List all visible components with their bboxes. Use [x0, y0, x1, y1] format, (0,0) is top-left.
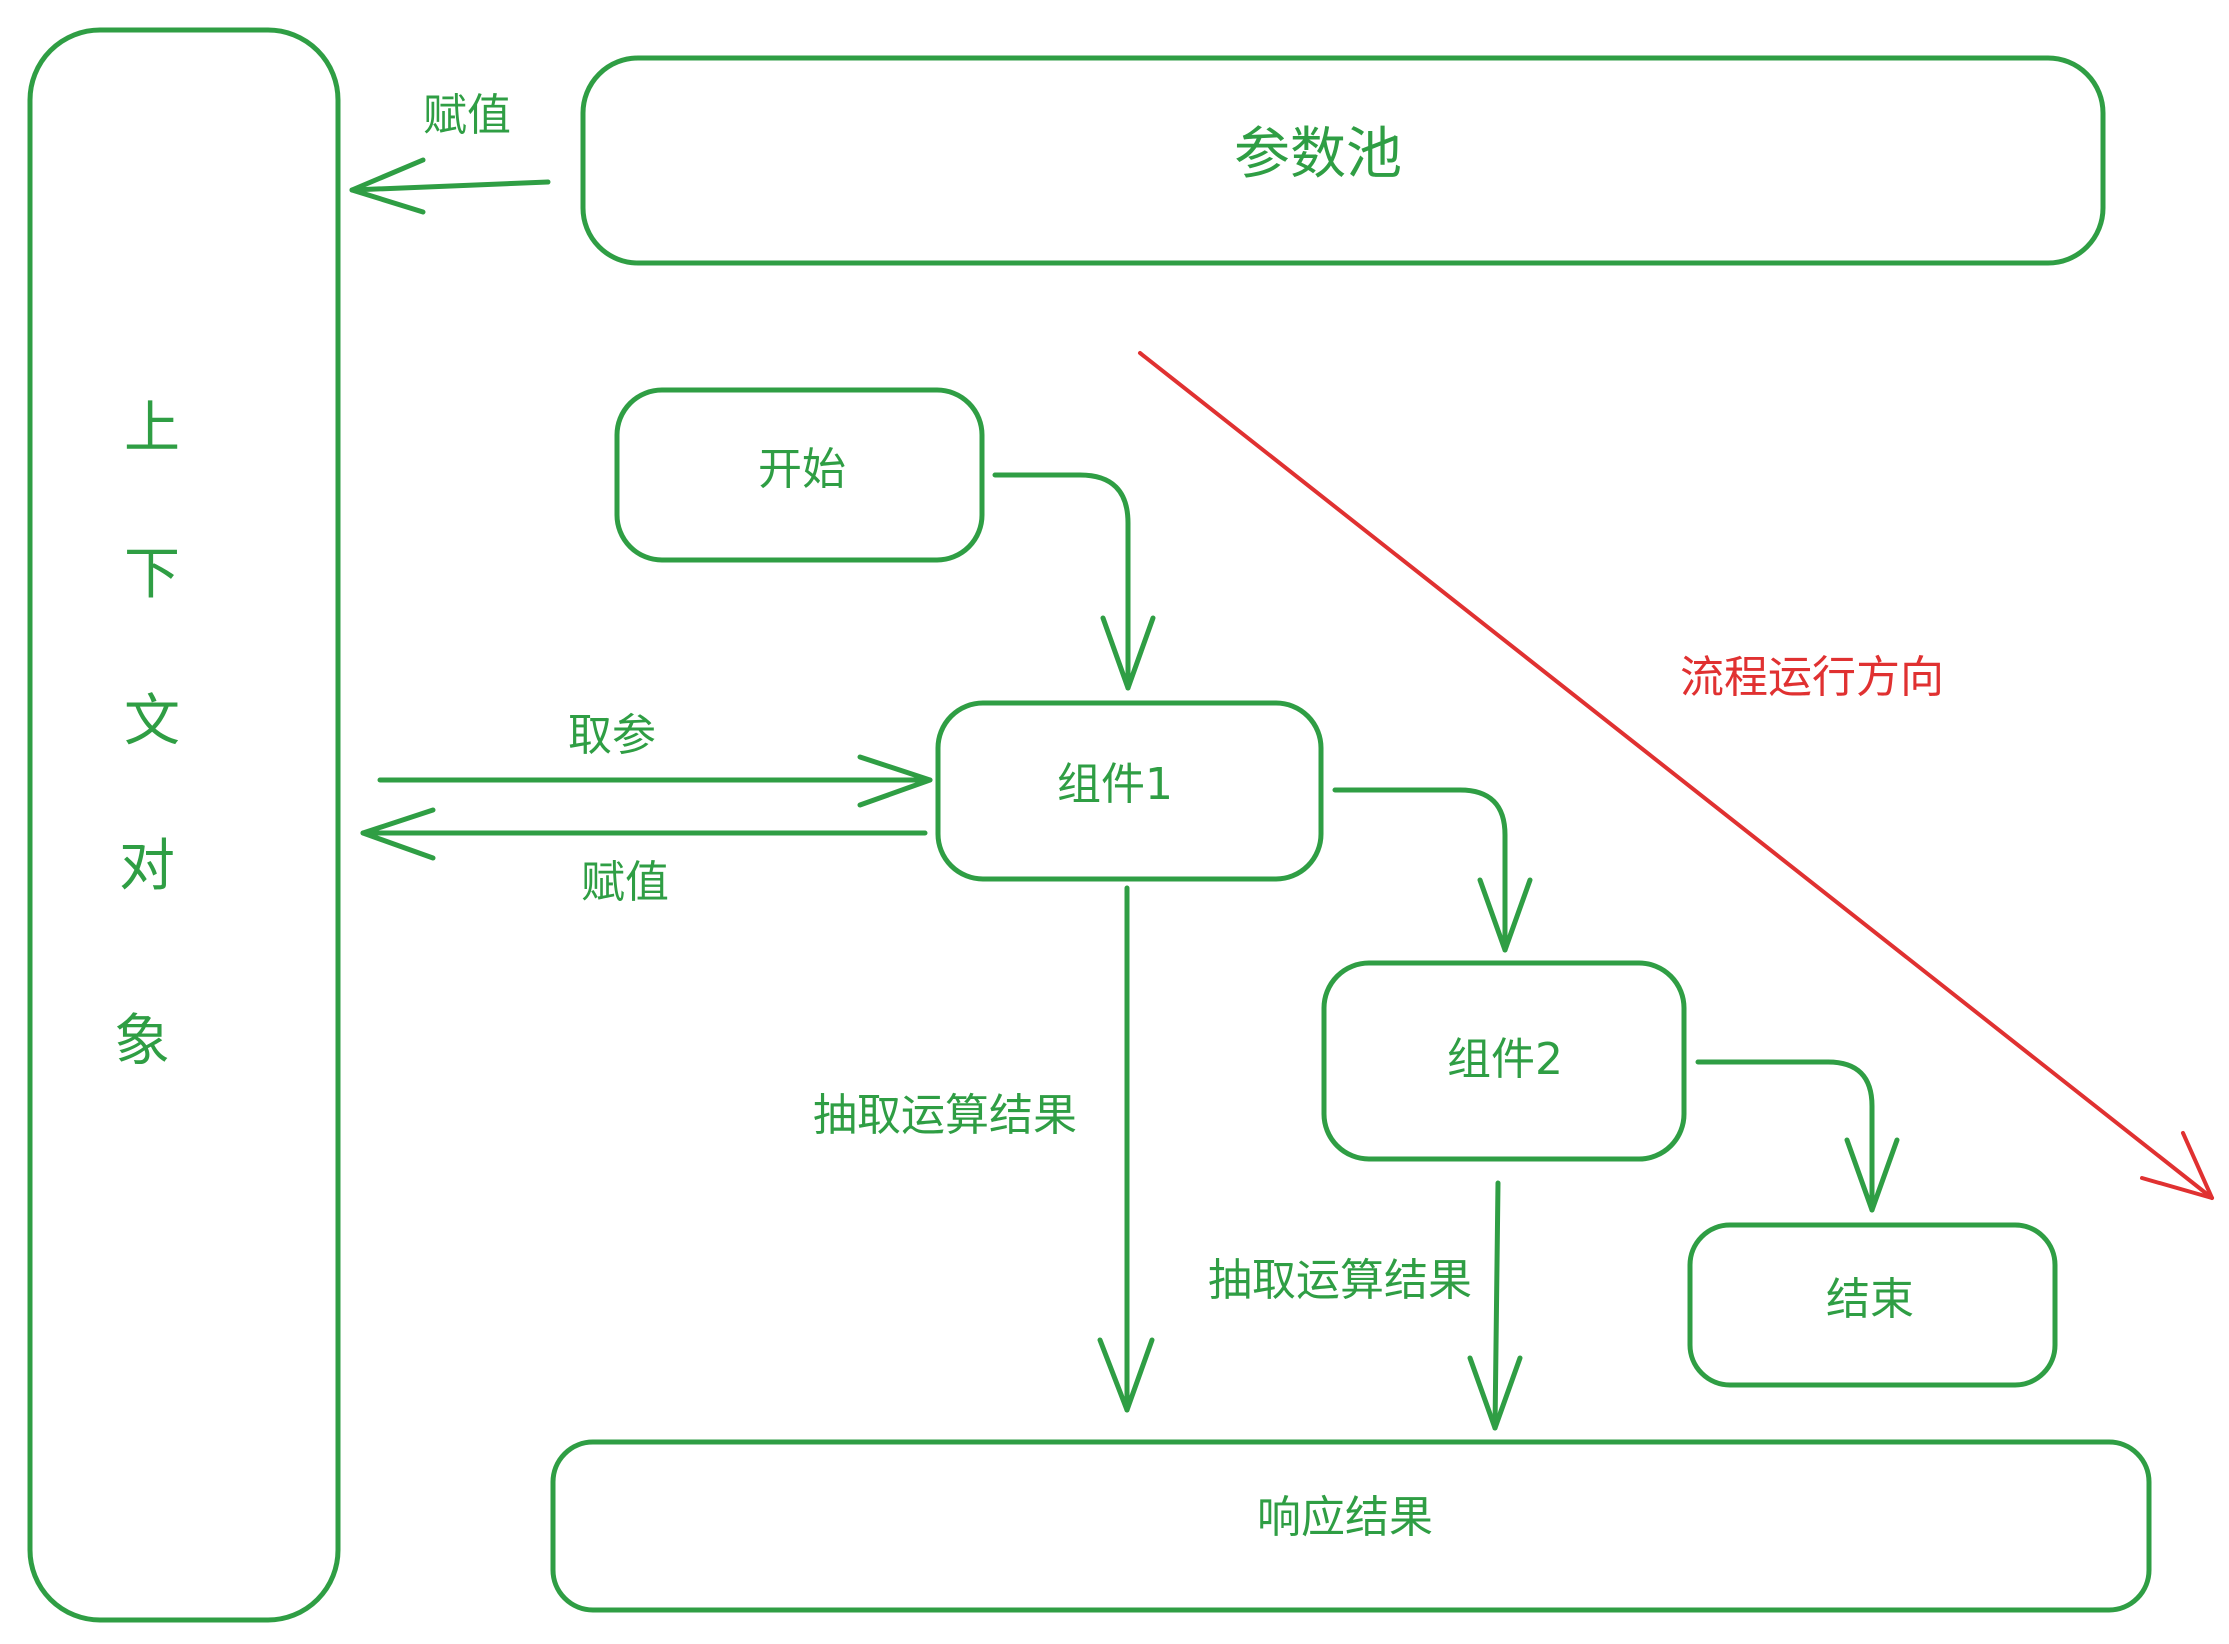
flow-direction-head: [2140, 1131, 2214, 1200]
flow-direction-label: 流程运行方向: [1680, 652, 1944, 703]
end-box: [1687, 1222, 2058, 1388]
pool-assign-label: 赋值: [423, 90, 511, 141]
component2-node: 组件2: [1321, 960, 1687, 1162]
param-pool-label: 参数池: [1234, 122, 1402, 187]
component1-box: [935, 700, 1324, 882]
flow-direction-arrow: [1138, 351, 2214, 1200]
context-char-1: 上: [124, 396, 180, 461]
extract2-arrow: [1467, 1180, 1523, 1431]
assign-label: 赋值: [581, 857, 669, 908]
component2-to-end-arrow: [1695, 1059, 1900, 1213]
extract1-label: 抽取运算结果: [813, 1090, 1077, 1141]
context-char-3: 文: [124, 689, 180, 754]
extract1-head: [1097, 1337, 1155, 1413]
flow-direction-line: [1138, 351, 2214, 1200]
get-param-label: 取参: [568, 710, 656, 761]
context-char-5: 象: [114, 1009, 170, 1074]
context-object-node: 上 下 文 对 象: [27, 27, 341, 1623]
start-to-component1-arrow: [992, 472, 1156, 691]
context-char-2: 下: [124, 542, 180, 607]
component1-to-component2-line: [1332, 787, 1508, 953]
component1-label: 组件1: [1057, 759, 1173, 810]
assign-arrow: [360, 807, 928, 861]
start-label: 开始: [758, 444, 846, 495]
response-node: 响应结果: [550, 1439, 2152, 1613]
end-label: 结束: [1826, 1274, 1914, 1325]
get-param-head: [857, 754, 933, 808]
pool-assign-line: [349, 179, 551, 193]
start-box: [614, 387, 985, 563]
param-pool-box: [580, 55, 2106, 266]
response-box: [550, 1439, 2152, 1613]
start-to-component1-line: [992, 472, 1131, 691]
response-label: 响应结果: [1257, 1492, 1433, 1543]
extract2-label: 抽取运算结果: [1208, 1255, 1472, 1306]
context-char-4: 对: [119, 834, 175, 899]
param-pool-node: 参数池: [580, 55, 2106, 266]
extract1-arrow: [1097, 885, 1155, 1413]
start-node: 开始: [614, 387, 985, 563]
extract2-head: [1467, 1355, 1523, 1431]
end-node: 结束: [1687, 1222, 2058, 1388]
pool-assign-head: [349, 157, 426, 215]
start-to-component1-head: [1100, 615, 1156, 691]
get-param-arrow: [377, 754, 933, 808]
component2-box: [1321, 960, 1687, 1162]
component2-to-end-line: [1695, 1059, 1875, 1213]
assign-head: [360, 807, 436, 861]
component1-node: 组件1: [935, 700, 1324, 882]
extract2-line: [1492, 1180, 1501, 1431]
component1-to-component2-head: [1477, 877, 1533, 953]
pool-assign-arrow: [349, 157, 551, 215]
component2-to-end-head: [1844, 1137, 1900, 1213]
component1-to-component2-arrow: [1332, 787, 1533, 953]
context-object-box: [27, 27, 341, 1623]
component2-label: 组件2: [1447, 1034, 1563, 1085]
